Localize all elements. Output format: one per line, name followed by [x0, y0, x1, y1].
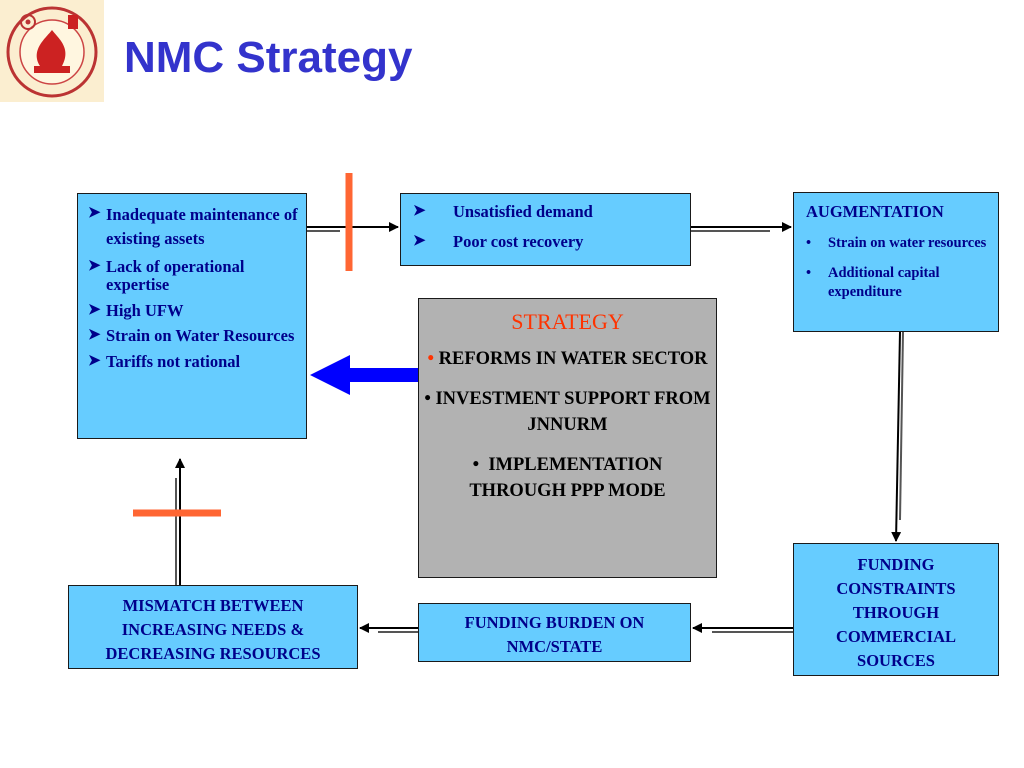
arrow-bullet-icon: ➤	[88, 257, 101, 274]
bullet-dot-icon: •	[806, 235, 812, 251]
bullet-dot-icon: •	[806, 264, 812, 281]
list-item: ➤Strain on Water Resources	[88, 326, 295, 346]
list-item: ➤Lack of operational expertise	[88, 256, 245, 295]
list-item: ➤Unsatisfied demand	[413, 202, 593, 221]
arrow-bullet-icon: ➤	[88, 327, 101, 344]
arrow-bullet-icon: ➤	[413, 233, 426, 250]
emblem-logo	[0, 0, 104, 102]
list-item: ➤Inadequate maintenance of existing asse…	[88, 205, 298, 248]
arrow-burden-to-mismatch	[359, 623, 418, 633]
strategy-item: • REFORMS IN WATER SECTOR	[427, 349, 708, 369]
arrow-demand-to-augmentation	[691, 222, 792, 232]
arrow-bullet-icon: ➤	[413, 203, 426, 219]
arrow-mismatch-to-causes	[175, 458, 185, 585]
causes-box: ➤Inadequate maintenance of existing asse…	[77, 193, 307, 439]
demand-box: ➤Unsatisfied demand ➤Poor cost recovery	[400, 193, 691, 266]
arrow-augmentation-to-funding-constraints	[891, 331, 904, 542]
list-item: ➤Tariffs not rational	[88, 351, 241, 371]
bullet-dot-icon: •	[427, 349, 435, 369]
list-item: •Strain on water resources	[806, 235, 987, 251]
arrow-funding-constraints-to-burden	[692, 623, 793, 633]
augmentation-box: AUGMENTATION •Strain on water resources …	[793, 192, 999, 332]
strategy-box: STRATEGY • REFORMS IN WATER SECTOR • INV…	[418, 298, 717, 578]
emblem-logo-icon	[6, 6, 98, 98]
list-item: ➤High UFW	[88, 300, 184, 320]
strategy-item: • IMPLEMENTATION THROUGH PPP MODE	[469, 454, 666, 501]
funding-burden-box: FUNDING BURDEN ON NMC/STATE	[418, 603, 691, 662]
strategy-item: • INVESTMENT SUPPORT FROM JNNURM	[424, 388, 711, 435]
funding-constraints-box: FUNDING CONSTRAINTS THROUGH COMMERCIAL S…	[793, 543, 999, 676]
mismatch-box: MISMATCH BETWEEN INCREASING NEEDS & DECR…	[68, 585, 358, 669]
arrow-bullet-icon: ➤	[88, 205, 101, 221]
page-title: NMC Strategy	[124, 33, 413, 82]
list-item: ➤Poor cost recovery	[413, 232, 584, 252]
arrow-bullet-icon: ➤	[88, 301, 101, 318]
bullet-dot-icon: •	[424, 388, 431, 409]
big-arrow-strategy-to-causes	[310, 355, 418, 395]
augmentation-heading: AUGMENTATION	[806, 202, 944, 221]
arrow-bullet-icon: ➤	[88, 352, 101, 369]
list-item: •Additional capital expenditure	[806, 264, 940, 300]
strategy-heading: STRATEGY	[511, 309, 624, 334]
bullet-dot-icon: •	[472, 454, 480, 475]
